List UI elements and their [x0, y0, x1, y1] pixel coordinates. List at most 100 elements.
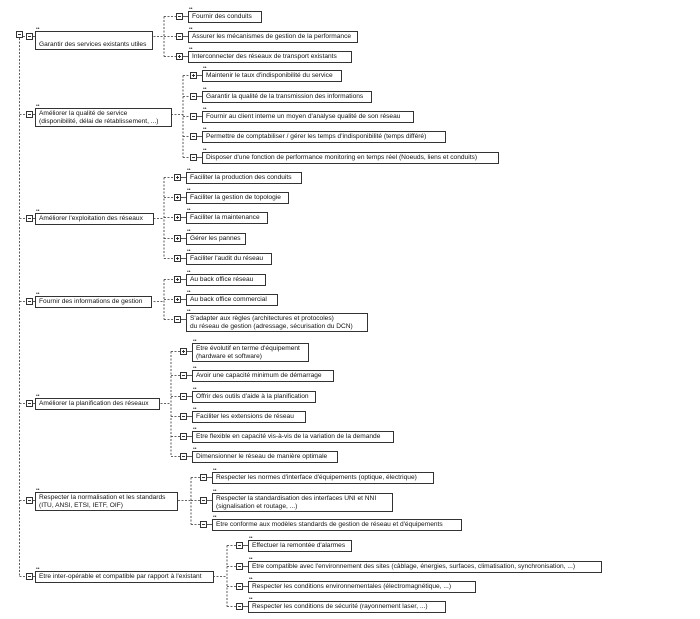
- child-collapse-toggle-icon[interactable]: [236, 563, 243, 570]
- node-tag-marker: ••: [213, 467, 217, 473]
- child-expand-toggle-icon[interactable]: [174, 255, 181, 262]
- child-collapse-toggle-icon[interactable]: [200, 474, 207, 481]
- child-label: Respecter les conditions de sécurité (ra…: [252, 603, 428, 610]
- group-node-interoperable[interactable]: ••Etre inter-opérable et compatible par …: [35, 567, 214, 583]
- child-label: Respecter les conditions environnemental…: [252, 583, 452, 590]
- child-node[interactable]: ••Fournir au client interne un moyen d'a…: [202, 107, 414, 123]
- child-node[interactable]: ••Maintenir le taux d'indisponibilité du…: [202, 66, 342, 82]
- child-node[interactable]: ••Respecter les conditions de sécurité (…: [248, 597, 446, 613]
- child-node[interactable]: ••Assurer les mécanismes de gestion de l…: [188, 27, 358, 43]
- child-node[interactable]: ••Faciliter la gestion de topologie: [186, 188, 289, 204]
- child-collapse-toggle-icon[interactable]: [190, 133, 197, 140]
- node-tag-marker: ••: [187, 248, 191, 254]
- child-collapse-toggle-icon[interactable]: [180, 372, 187, 379]
- node-tag-marker: ••: [187, 228, 191, 234]
- child-expand-toggle-icon[interactable]: [174, 235, 181, 242]
- child-collapse-toggle-icon[interactable]: [190, 113, 197, 120]
- node-tag-marker: ••: [187, 308, 191, 314]
- group-label: Améliorer la planification des réseaux: [39, 400, 149, 407]
- child-node[interactable]: ••Effectuer la remontée d'alarmes: [248, 536, 352, 552]
- child-node[interactable]: ••Au back office réseau: [186, 270, 266, 286]
- group-collapse-toggle-icon[interactable]: [26, 573, 33, 580]
- child-node[interactable]: ••Offrir des outils d'aide à la planific…: [192, 387, 316, 403]
- group-node-qualite-service[interactable]: ••Améliorer la qualité de service (dispo…: [35, 104, 172, 128]
- child-label: S'adapter aux règles (architectures et p…: [190, 315, 353, 330]
- node-tag-marker: ••: [213, 514, 217, 520]
- child-collapse-toggle-icon[interactable]: [236, 603, 243, 610]
- child-node[interactable]: ••Respecter la standardisation des inter…: [212, 489, 393, 513]
- root-collapse-toggle-icon[interactable]: [16, 31, 23, 38]
- child-label: Assurer les mécanismes de gestion de la …: [192, 33, 352, 40]
- child-collapse-toggle-icon[interactable]: [176, 13, 183, 20]
- child-node[interactable]: ••Au back office commercial: [186, 290, 278, 306]
- node-tag-marker: ••: [36, 487, 40, 493]
- child-collapse-toggle-icon[interactable]: [180, 393, 187, 400]
- node-tag-marker: ••: [36, 393, 40, 399]
- group-collapse-toggle-icon[interactable]: [26, 111, 33, 118]
- child-collapse-toggle-icon[interactable]: [190, 154, 197, 161]
- node-tag-marker: ••: [36, 26, 40, 32]
- node-tag-marker: ••: [36, 566, 40, 572]
- node-tag-marker: ••: [249, 535, 253, 541]
- child-label: Etre compatible avec l'environnement des…: [252, 563, 576, 570]
- child-node[interactable]: ••Faciliter l'audit du réseau: [186, 249, 272, 265]
- child-collapse-toggle-icon[interactable]: [236, 583, 243, 590]
- child-expand-toggle-icon[interactable]: [190, 72, 197, 79]
- group-collapse-toggle-icon[interactable]: [26, 400, 33, 407]
- child-node[interactable]: ••Faciliter la maintenance: [186, 208, 268, 224]
- child-expand-toggle-icon[interactable]: [174, 214, 181, 221]
- child-collapse-toggle-icon[interactable]: [180, 413, 187, 420]
- group-node-services-existants[interactable]: ••Garantir des services existants utiles: [35, 27, 153, 51]
- group-collapse-toggle-icon[interactable]: [26, 497, 33, 504]
- child-node[interactable]: ••Permettre de comptabiliser / gérer les…: [202, 127, 446, 143]
- child-expand-toggle-icon[interactable]: [174, 194, 181, 201]
- child-node[interactable]: ••Disposer d'une fonction de performance…: [202, 148, 499, 164]
- child-collapse-toggle-icon[interactable]: [190, 93, 197, 100]
- group-collapse-toggle-icon[interactable]: [26, 298, 33, 305]
- child-node[interactable]: ••S'adapter aux règles (architectures et…: [186, 309, 368, 333]
- child-expand-toggle-icon[interactable]: [174, 276, 181, 283]
- group-label: Améliorer l'exploitation des réseaux: [39, 215, 143, 222]
- node-tag-marker: ••: [193, 406, 197, 412]
- child-expand-toggle-icon[interactable]: [176, 53, 183, 60]
- child-collapse-toggle-icon[interactable]: [236, 542, 243, 549]
- node-tag-marker: ••: [189, 6, 193, 12]
- child-node[interactable]: ••Etre flexible en capacité vis-à-vis de…: [192, 427, 394, 443]
- child-collapse-toggle-icon[interactable]: [200, 497, 207, 504]
- child-node[interactable]: ••Respecter les conditions environnement…: [248, 577, 476, 593]
- child-collapse-toggle-icon[interactable]: [176, 33, 183, 40]
- child-node[interactable]: ••Respecter les normes d'interface d'équ…: [212, 468, 434, 484]
- child-collapse-toggle-icon[interactable]: [174, 316, 181, 323]
- child-node[interactable]: ••Etre compatible avec l'environnement d…: [248, 557, 602, 573]
- node-tag-marker: ••: [249, 576, 253, 582]
- child-expand-toggle-icon[interactable]: [174, 174, 181, 181]
- child-node[interactable]: ••Interconnecter des réseaux de transpor…: [188, 47, 352, 63]
- child-node[interactable]: ••Avoir une capacité minimum de démarrag…: [192, 366, 334, 382]
- child-node[interactable]: ••Faciliter les extensions de réseau: [192, 407, 306, 423]
- child-label: Respecter la standardisation des interfa…: [216, 495, 377, 510]
- group-node-normalisation[interactable]: ••Respecter la normalisation et les stan…: [35, 488, 178, 512]
- child-label: Etre évolutif en terme d'équipement (har…: [196, 345, 300, 360]
- node-tag-marker: ••: [36, 103, 40, 109]
- child-collapse-toggle-icon[interactable]: [180, 433, 187, 440]
- child-node[interactable]: ••Etre évolutif en terme d'équipement (h…: [192, 339, 309, 363]
- group-node-informations-gestion[interactable]: ••Fournir des informations de gestion: [35, 292, 152, 308]
- child-label: Permettre de comptabiliser / gérer les t…: [206, 133, 427, 140]
- child-node[interactable]: ••Faciliter la production des conduits: [186, 168, 302, 184]
- group-node-planification[interactable]: ••Améliorer la planification des réseaux: [35, 394, 160, 410]
- node-tag-marker: ••: [189, 46, 193, 52]
- child-node[interactable]: ••Gérer les pannes: [186, 229, 246, 245]
- child-label: Avoir une capacité minimum de démarrage: [196, 372, 322, 379]
- child-node[interactable]: ••Etre conforme aux modèles standards de…: [212, 515, 462, 531]
- child-expand-toggle-icon[interactable]: [180, 348, 187, 355]
- group-collapse-toggle-icon[interactable]: [26, 215, 33, 222]
- group-collapse-toggle-icon[interactable]: [26, 33, 33, 40]
- child-expand-toggle-icon[interactable]: [174, 296, 181, 303]
- child-collapse-toggle-icon[interactable]: [180, 453, 187, 460]
- node-tag-marker: ••: [249, 596, 253, 602]
- group-node-exploitation[interactable]: ••Améliorer l'exploitation des réseaux: [35, 209, 154, 225]
- child-node[interactable]: ••Garantir la qualité de la transmission…: [202, 87, 372, 103]
- child-collapse-toggle-icon[interactable]: [200, 521, 207, 528]
- child-node[interactable]: ••Fournir des conduits: [188, 7, 262, 23]
- child-node[interactable]: ••Dimensionner le réseau de manière opti…: [192, 447, 338, 463]
